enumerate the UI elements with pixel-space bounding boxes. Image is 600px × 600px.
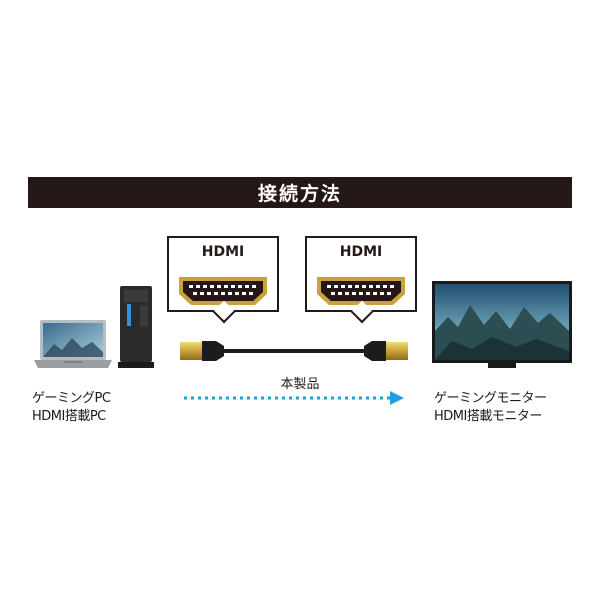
source-line2: HDMI搭載PC	[32, 409, 106, 424]
destination-line1: ゲーミングモニター	[434, 391, 547, 406]
hdmi-port-icon	[179, 277, 267, 305]
laptop-icon	[34, 320, 112, 368]
arrow-right-icon	[184, 391, 404, 405]
hdmi-port-icon	[317, 277, 405, 305]
product-label: 本製品	[280, 377, 320, 392]
hdmi-callout-left: HDMI	[167, 236, 279, 324]
hdmi-cable-icon	[180, 341, 408, 361]
destination-caption: ゲーミングモニター HDMI搭載モニター	[434, 390, 547, 426]
monitor-icon	[432, 281, 572, 368]
source-line1: ゲーミングPC	[32, 391, 111, 406]
section-banner: 接続方法	[28, 177, 572, 208]
hdmi-callout-right: HDMI	[305, 236, 417, 324]
banner-title: 接続方法	[257, 183, 342, 205]
hdmi-callout-label: HDMI	[201, 244, 245, 260]
source-caption: ゲーミングPC HDMI搭載PC	[32, 390, 111, 426]
hdmi-callout-label: HDMI	[339, 244, 383, 260]
destination-line2: HDMI搭載モニター	[434, 409, 542, 424]
pc-tower-icon	[118, 286, 154, 368]
